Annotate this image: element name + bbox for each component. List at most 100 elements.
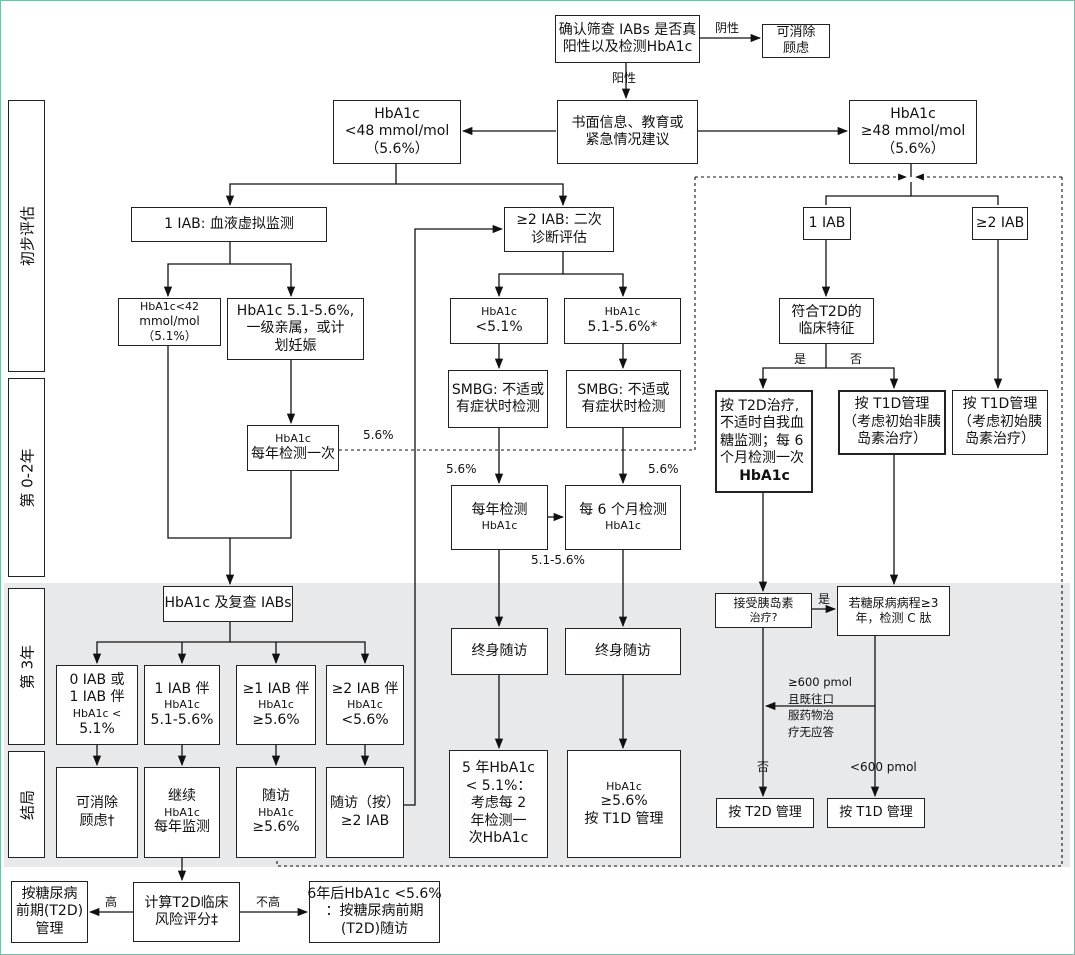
annual-hba1c-left-box: HbA1c 每年检测一次 [247,425,339,471]
mid-hba1c-lt51-box: HbA1c <5.1% [450,298,548,344]
out-c-line: HbA1c [258,805,294,819]
exclude-line: 可消除 [776,24,816,40]
out-mid1-line: 次HbA1c [468,830,529,847]
iab2-mid-line: ≥2 IAB: 二次 [516,212,602,228]
out-d-line: ≥2 IAB [340,812,390,829]
iab2-diagnostic-box: ≥2 IAB: 二次 诊断评估 [504,207,614,252]
cpep-high-line: 疗无应答 [788,725,834,740]
prediabetes-line: 管理 [35,920,64,937]
hba1c-ge48-line: HbA1c [890,105,936,122]
final-t1d-box: 按 T1D 管理 [827,798,925,828]
annual-mid-line: HbA1c [481,519,518,533]
y3a-line: HbA1c < [72,706,122,720]
info-education-box: 书面信息、教育或 紧急情况建议 [557,100,698,164]
out-c-line: 随访 [262,788,290,805]
iab1-virtual-monitor-box: 1 IAB: 血液虚拟监测 [131,207,327,242]
t2d-treatment-box: 按 T2D治疗, 不适时自我血 糖监测；每 6 个月检测一次 HbA1c [715,390,813,493]
right-iab1-line: 1 IAB [808,214,846,231]
family-line: HbA1c 5.1-5.6%, [236,302,355,319]
t2d-features-line: 符合T2D的 [791,303,862,320]
confirm-line: 阳性以及检测HbA1c [562,39,693,55]
t1d-noninsulin-line: 按 T1D管理 [854,396,930,413]
hba1c-lt42-line: HbA1c<42 [139,300,200,314]
smbg-line: SMBG: 不适或 [577,381,670,398]
lifelong-followup-2: 终身随访 [565,628,681,675]
hba1c-lt48-box: HbA1c <48 mmol/mol （5.6%） [333,100,461,164]
t2d-features-line: 临床特征 [798,321,855,337]
six-year-line: (T2D)随访 [340,920,409,937]
y3a-line: 1 IAB 伴 [69,689,125,706]
out-mid2-line: HbA1c [606,779,642,793]
calc-risk-line: 风险评分‡ [155,912,218,928]
outcome-continue-box: 继续 HbA1c 每年监测 [144,767,220,858]
c-peptide-box: 若糖尿病病程≥3 年，检测 C 肽 [837,586,950,636]
concern-exclude-box: 可消除 顾虑 [762,24,830,58]
out-mid1-line: 考虑每 2 [470,795,527,812]
t2d-treat-line: 不适时自我血 [720,415,804,432]
out-mid1-line: < 5.1%： [465,777,532,794]
t2d-final-line: 按 T2D 管理 [728,804,802,820]
six-year-followup-box: 6年后HbA1c <5.6% ：按糖尿病前期 (T2D)随访 [307,881,442,943]
hba1c-lt42-line: （5.1%） [142,328,197,343]
iab1-left-line: 1 IAB: 血液虚拟监测 [164,215,294,232]
t1d-insulin-box: 按 T1D管理 （考虑初始胰 岛素治疗） [952,390,1048,455]
phase-initial-assessment: 初步评估 [8,100,45,372]
six-month-line: 每 6 个月检测 [579,501,667,518]
lt600-label: <600 pmol [850,760,917,774]
right-iab2-line: ≥2 IAB [975,214,1025,231]
no-label: 否 [850,352,863,366]
phase-year-0-2: 第 0-2年 [8,378,45,577]
final-t2d-box: 按 T2D 管理 [716,798,814,828]
annual-left-line: HbA1c [275,432,311,446]
t2d-treat-line: HbA1c [739,467,790,484]
cpep-high-line: ≥600 pmol [788,675,852,689]
hba1c-lt42-box: HbA1c<42 mmol/mol （5.1%） [118,298,221,346]
y3-iab1-box: 1 IAB 伴 HbA1c 5.1-5.6% [144,665,220,745]
y3d-line: ≥2 IAB 伴 [331,680,399,697]
six-month-line: HbA1c [605,519,641,533]
c-peptide-line: 若糖尿病病程≥3 [848,596,939,610]
pct-label: 5.6% [446,462,477,476]
y3c-line: HbA1c [258,698,294,712]
outcome-5yr-box: 5 年HbA1c < 5.1%： 考虑每 2 年检测一 次HbA1c [449,750,548,858]
right-iab2-box: ≥2 IAB [972,207,1028,240]
insulin-question-box: 接受胰岛素 治疗? [715,593,812,628]
family-line: 一级亲属，或计 [246,320,345,337]
calc-risk-line: 计算T2D临床 [144,894,229,911]
insulin-q-line: 接受胰岛素 [733,596,794,611]
insulin-q-line: 治疗? [749,611,778,625]
c-peptide-line: 年，检测 C 肽 [855,611,932,625]
t2d-features-box: 符合T2D的 临床特征 [779,298,874,344]
smbg-line: 有症状时检测 [456,399,540,415]
smbg-line: SMBG: 不适或 [451,381,545,398]
range-label: 5.1-5.6% [531,553,585,567]
six-year-line: ：按糖尿病前期 [325,903,424,920]
y3a-line: 0 IAB 或 [69,671,125,688]
smbg-right-box: SMBG: 不适或 有症状时检测 [566,370,681,428]
t2d-treat-line: 按 T2D治疗, [720,397,800,414]
cpep-high-line: 且既往口 [788,691,834,706]
y3b-line: 1 IAB 伴 [154,680,210,697]
t2d-treat-line: 糖监测；每 6 [720,432,804,449]
outcome-followup-c-box: 随访 HbA1c ≥5.6% [236,767,316,858]
out-mid1-line: 5 年HbA1c [462,760,535,777]
phase-outcome: 结局 [8,751,45,858]
recheck-line: HbA1c 及复查 IABs [164,595,292,612]
exclude-line: 顾虑 [782,41,809,56]
y3a-line: 5.1% [79,720,115,737]
nothigh-label: 不高 [256,895,281,909]
y3c-line: ≥1 IAB 伴 [242,680,310,697]
info-line: 书面信息、教育或 [571,114,684,131]
confirm-iab-box: 确认筛查 IABs 是否真 阳性以及检测HbA1c [555,15,700,63]
prediabetes-mgmt-box: 按糖尿病 前期(T2D) 管理 [11,881,88,943]
lifelong-line: 终身随访 [595,642,651,659]
out-mid1-line: 年检测一 [470,812,527,829]
t1d-insulin-line: 岛素治疗） [965,431,1035,448]
confirm-line: 确认筛查 IABs 是否真 [558,21,697,38]
info-line: 紧急情况建议 [585,132,670,148]
lifelong-followup-1: 终身随访 [451,628,548,675]
y3d-line: <5.6% [341,711,389,728]
y3b-line: 5.1-5.6% [150,711,214,728]
prediabetes-line: 前期(T2D) [15,903,84,920]
